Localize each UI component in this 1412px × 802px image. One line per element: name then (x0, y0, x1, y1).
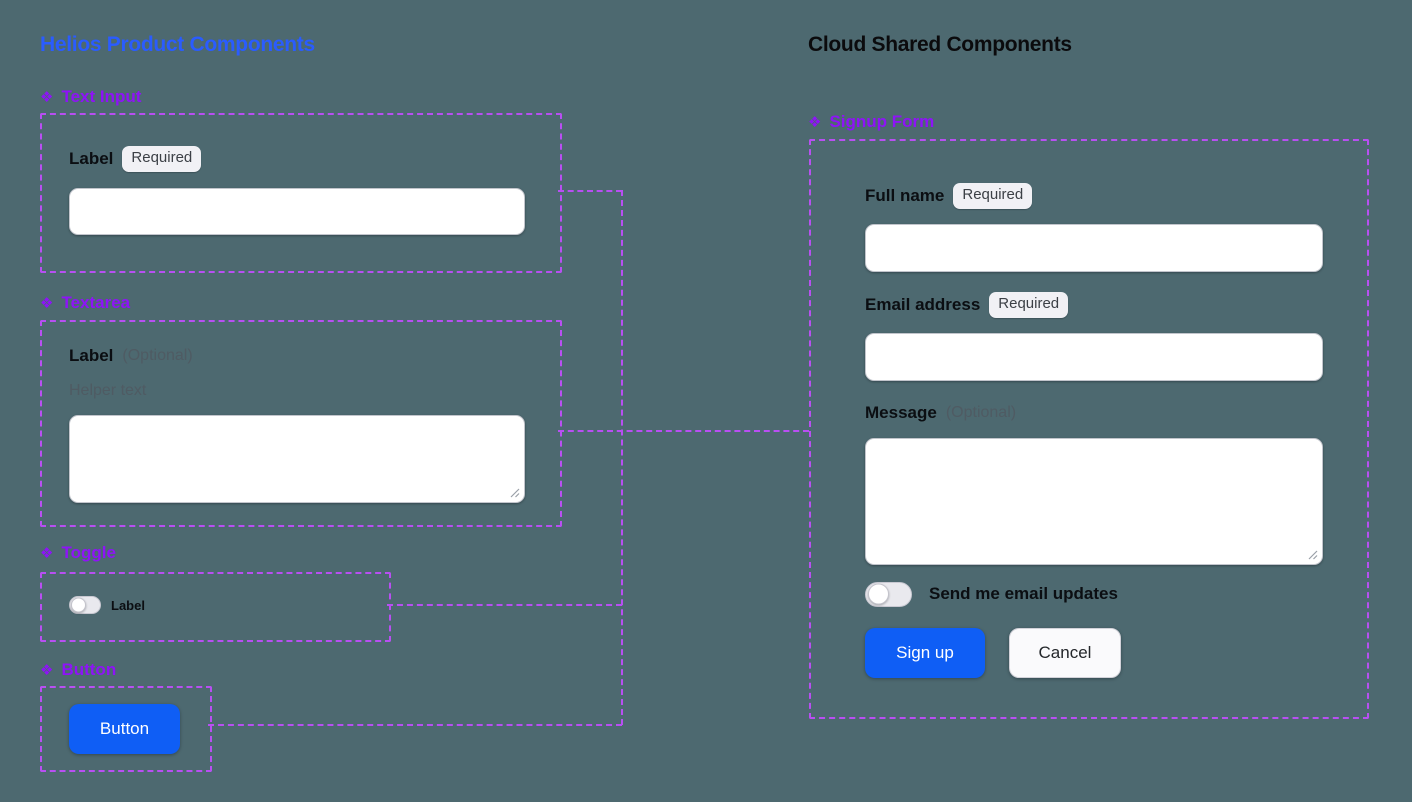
signup-form-section-heading: ❖ Signup Form (808, 112, 934, 132)
full-name-label: Full name (865, 185, 945, 205)
text-input-section-heading: ❖ Text Input (40, 87, 141, 107)
email-label: Email address (865, 294, 981, 314)
full-name-input[interactable] (865, 224, 1323, 272)
text-input-label: Label (69, 148, 114, 168)
email-updates-toggle[interactable] (865, 581, 912, 607)
section-heading-label: Button (61, 660, 117, 679)
section-heading-label: Toggle (61, 543, 116, 562)
required-badge: Required (953, 183, 1033, 209)
helper-text: Helper text (69, 382, 147, 399)
toggle-knob (868, 583, 889, 605)
textarea-section-heading: ❖ Textarea (40, 293, 130, 313)
resize-handle-icon[interactable] (509, 487, 520, 498)
sign-up-button[interactable]: Sign up (865, 628, 985, 678)
text-input-field[interactable] (69, 188, 525, 235)
component-diamond-icon: ❖ (40, 544, 54, 562)
component-diamond-icon: ❖ (40, 88, 54, 106)
right-panel-title: Cloud Shared Components (808, 33, 1072, 56)
toggle-section-heading: ❖ Toggle (40, 543, 116, 563)
signup-form-component-frame: Full name Required Email address Require… (809, 139, 1369, 719)
component-diamond-icon: ❖ (808, 113, 822, 131)
email-updates-toggle-label: Send me email updates (929, 584, 1118, 603)
button-component-frame: Button (40, 686, 212, 772)
optional-hint: (Optional) (945, 404, 1017, 421)
message-label: Message (865, 403, 937, 422)
toggle-switch[interactable] (69, 596, 101, 614)
wire-textarea-to-signup-form (558, 430, 809, 432)
textarea-label: Label (69, 346, 114, 365)
optional-hint: (Optional) (122, 347, 193, 364)
textarea-component-frame: Label (Optional) Helper text (40, 320, 562, 527)
wire-trunk-vertical (621, 190, 623, 725)
textarea-field[interactable] (69, 415, 525, 503)
button-section-heading: ❖ Button (40, 660, 116, 680)
section-heading-label: Signup Form (829, 112, 935, 131)
left-panel-title: Helios Product Components (40, 33, 315, 56)
toggle-label: Label (111, 597, 145, 613)
text-input-component-frame: Label Required (40, 113, 562, 273)
component-diamond-icon: ❖ (40, 661, 54, 679)
sample-button[interactable]: Button (69, 704, 180, 754)
toggle-component-frame: Label (40, 572, 391, 642)
resize-handle-icon[interactable] (1307, 549, 1318, 560)
message-textarea[interactable] (865, 438, 1323, 565)
component-diamond-icon: ❖ (40, 294, 54, 312)
section-heading-label: Text Input (61, 87, 142, 106)
required-badge: Required (122, 146, 202, 172)
email-input[interactable] (865, 333, 1323, 381)
wire-text-input-to-trunk (558, 190, 622, 192)
toggle-knob (71, 597, 86, 613)
wire-button-to-trunk (208, 724, 622, 726)
wire-toggle-to-trunk (387, 604, 622, 606)
section-heading-label: Textarea (61, 293, 131, 312)
cancel-button[interactable]: Cancel (1009, 628, 1121, 678)
required-badge: Required (989, 292, 1069, 318)
